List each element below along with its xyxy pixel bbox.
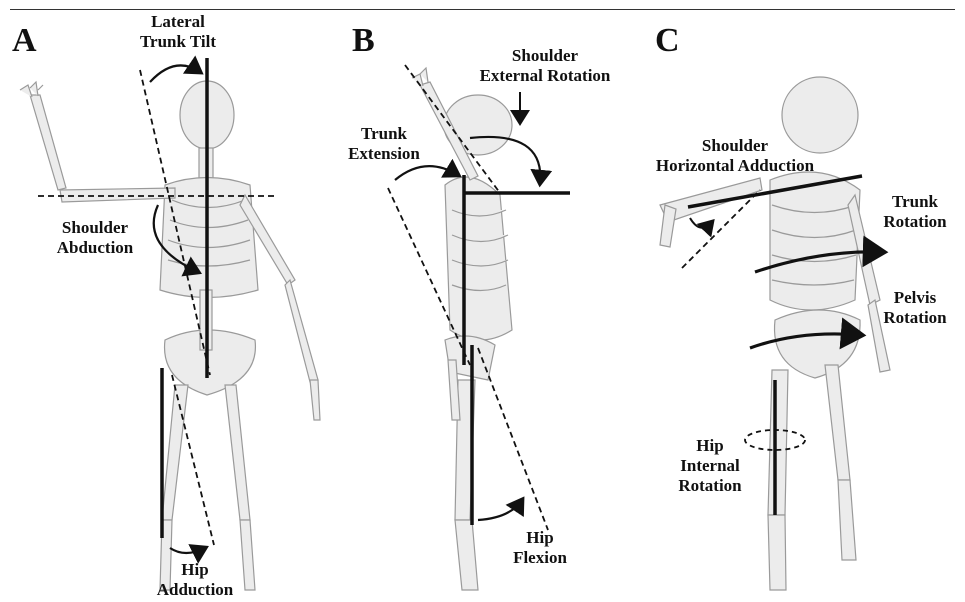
label-hip-flexion: Hip Flexion xyxy=(510,528,570,568)
label-line: Rotation xyxy=(874,212,956,232)
label-lateral-trunk-tilt: Lateral Trunk Tilt xyxy=(118,12,238,52)
label-shoulder-external-rotation: Shoulder External Rotation xyxy=(470,46,620,86)
label-line: Abduction xyxy=(40,238,150,258)
label-shoulder-horizontal-adduction: Shoulder Horizontal Adduction xyxy=(650,136,820,176)
label-line: Flexion xyxy=(510,548,570,568)
label-line: Shoulder xyxy=(40,218,150,238)
label-line: Internal xyxy=(672,456,748,476)
label-line: Hip xyxy=(672,436,748,456)
label-line: Extension xyxy=(334,144,434,164)
label-line: Rotation xyxy=(874,308,956,328)
label-trunk-rotation: Trunk Rotation xyxy=(874,192,956,232)
label-line: Shoulder xyxy=(470,46,620,66)
label-line: Trunk xyxy=(334,124,434,144)
label-hip-adduction: Hip Adduction xyxy=(140,560,250,600)
label-line: Hip xyxy=(140,560,250,580)
label-hip-internal-rotation: Hip Internal Rotation xyxy=(672,436,748,496)
label-line: Shoulder xyxy=(650,136,820,156)
label-line: External Rotation xyxy=(470,66,620,86)
skeleton-front xyxy=(20,81,320,590)
label-line: Trunk Tilt xyxy=(118,32,238,52)
label-line: Pelvis xyxy=(874,288,956,308)
label-line: Hip xyxy=(510,528,570,548)
label-line: Trunk xyxy=(874,192,956,212)
label-line: Adduction xyxy=(140,580,250,600)
label-line: Rotation xyxy=(672,476,748,496)
label-pelvis-rotation: Pelvis Rotation xyxy=(874,288,956,328)
label-trunk-extension: Trunk Extension xyxy=(334,124,434,164)
label-shoulder-abduction: Shoulder Abduction xyxy=(40,218,150,258)
label-line: Lateral xyxy=(118,12,238,32)
panel-letter-c: C xyxy=(655,24,680,58)
label-line: Horizontal Adduction xyxy=(650,156,820,176)
panel-letter-a: A xyxy=(12,24,37,58)
panel-letter-b: B xyxy=(352,24,375,58)
